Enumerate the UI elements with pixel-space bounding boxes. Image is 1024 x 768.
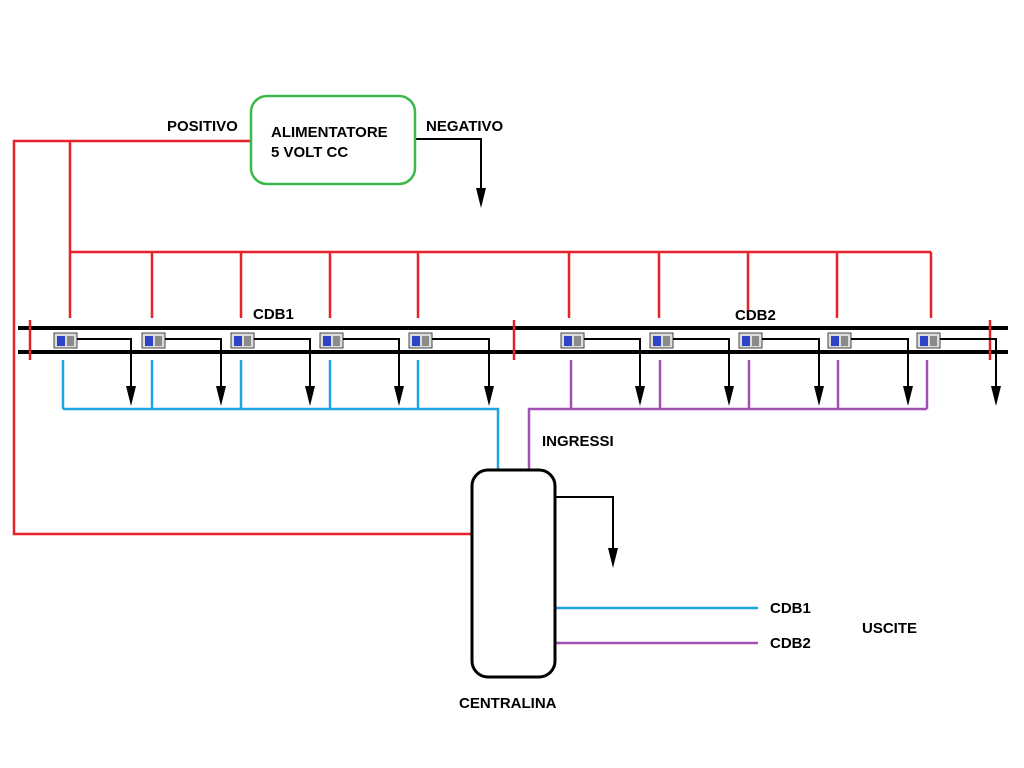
sensor-led: [742, 336, 750, 346]
ground-arrow-sensor: [814, 360, 824, 406]
ground-arrow-controller: [608, 520, 618, 568]
sensor-contact: [574, 336, 581, 346]
sensor-led: [920, 336, 928, 346]
cdb1-input-bus: [63, 407, 500, 470]
sensor-contact: [67, 336, 74, 346]
sensor-ground-wire: [165, 338, 222, 372]
sensor-contact: [663, 336, 670, 346]
ground-arrowhead: [903, 386, 913, 406]
group-label-cdb2: CDB2: [735, 307, 776, 324]
sensor-contact: [422, 336, 429, 346]
power-supply-voltage: 5 VOLT CC: [271, 144, 349, 161]
sensor-contact: [841, 336, 848, 346]
ground-arrowhead: [126, 386, 136, 406]
sensor-ground-wire: [77, 338, 132, 372]
ground-arrowhead: [635, 386, 645, 406]
ground-arrow-sensor: [305, 360, 315, 406]
outputs-label: USCITE: [862, 620, 918, 637]
cdb2-input-bus: [527, 407, 927, 470]
sensor-ground-wire: [762, 338, 820, 372]
controller-label: CENTRALINA: [459, 695, 557, 712]
sensor-contact: [333, 336, 340, 346]
controller-negative-wire: [555, 496, 614, 530]
positive-label: POSITIVO: [167, 118, 238, 135]
ground-arrow-sensor: [394, 360, 404, 406]
wires: [12, 138, 933, 645]
ground-arrowhead: [484, 386, 494, 406]
ground-arrowhead: [216, 386, 226, 406]
ground-arrowhead: [305, 386, 315, 406]
negative-wire: [414, 138, 482, 190]
positive-main-wire: [12, 139, 472, 536]
sensor-led: [831, 336, 839, 346]
ground-arrows: [126, 170, 1001, 568]
power-supply-box: [249, 94, 417, 186]
ground-arrowhead: [814, 386, 824, 406]
sensor-ground-wire: [940, 338, 997, 372]
sensor-led: [323, 336, 331, 346]
sensor-ground-wire: [673, 338, 730, 372]
sensor-ground-wire: [343, 338, 400, 372]
sensor-ground-wire: [584, 338, 641, 372]
inputs-label: INGRESSI: [542, 433, 614, 450]
sensor-ground-wire: [432, 338, 490, 372]
sensor-led: [653, 336, 661, 346]
ground-arrow-sensor: [903, 360, 913, 406]
ground-arrowhead: [724, 386, 734, 406]
sensor-led: [564, 336, 572, 346]
group-label-cdb1: CDB1: [253, 306, 294, 323]
power-supply-title: ALIMENTATORE: [271, 124, 388, 141]
sensor-contact: [155, 336, 162, 346]
sensor-contact: [930, 336, 937, 346]
sensor-ground-wire: [254, 338, 311, 372]
ground-arrow-sensor: [724, 360, 734, 406]
ground-arrow-sensor: [126, 360, 136, 406]
output-label-cdb1: CDB1: [770, 600, 811, 617]
ground-arrow-psu: [476, 170, 486, 208]
sensor-contact: [752, 336, 759, 346]
controller-box: [470, 468, 557, 679]
ground-arrow-sensor: [484, 360, 494, 406]
sensor-led: [57, 336, 65, 346]
sensor-led: [412, 336, 420, 346]
negative-label: NEGATIVO: [426, 118, 504, 135]
sensor-ground-wire: [851, 338, 909, 372]
components: [249, 94, 557, 679]
sensor-led: [145, 336, 153, 346]
ground-arrowhead: [476, 188, 486, 208]
sensor-contact: [244, 336, 251, 346]
ground-arrow-sensor: [991, 360, 1001, 406]
ground-arrowhead: [991, 386, 1001, 406]
ground-arrow-sensor: [635, 360, 645, 406]
sensor-led: [234, 336, 242, 346]
output-label-cdb2: CDB2: [770, 635, 811, 652]
ground-arrowhead: [608, 548, 618, 568]
ground-arrow-sensor: [216, 360, 226, 406]
ground-arrowhead: [394, 386, 404, 406]
